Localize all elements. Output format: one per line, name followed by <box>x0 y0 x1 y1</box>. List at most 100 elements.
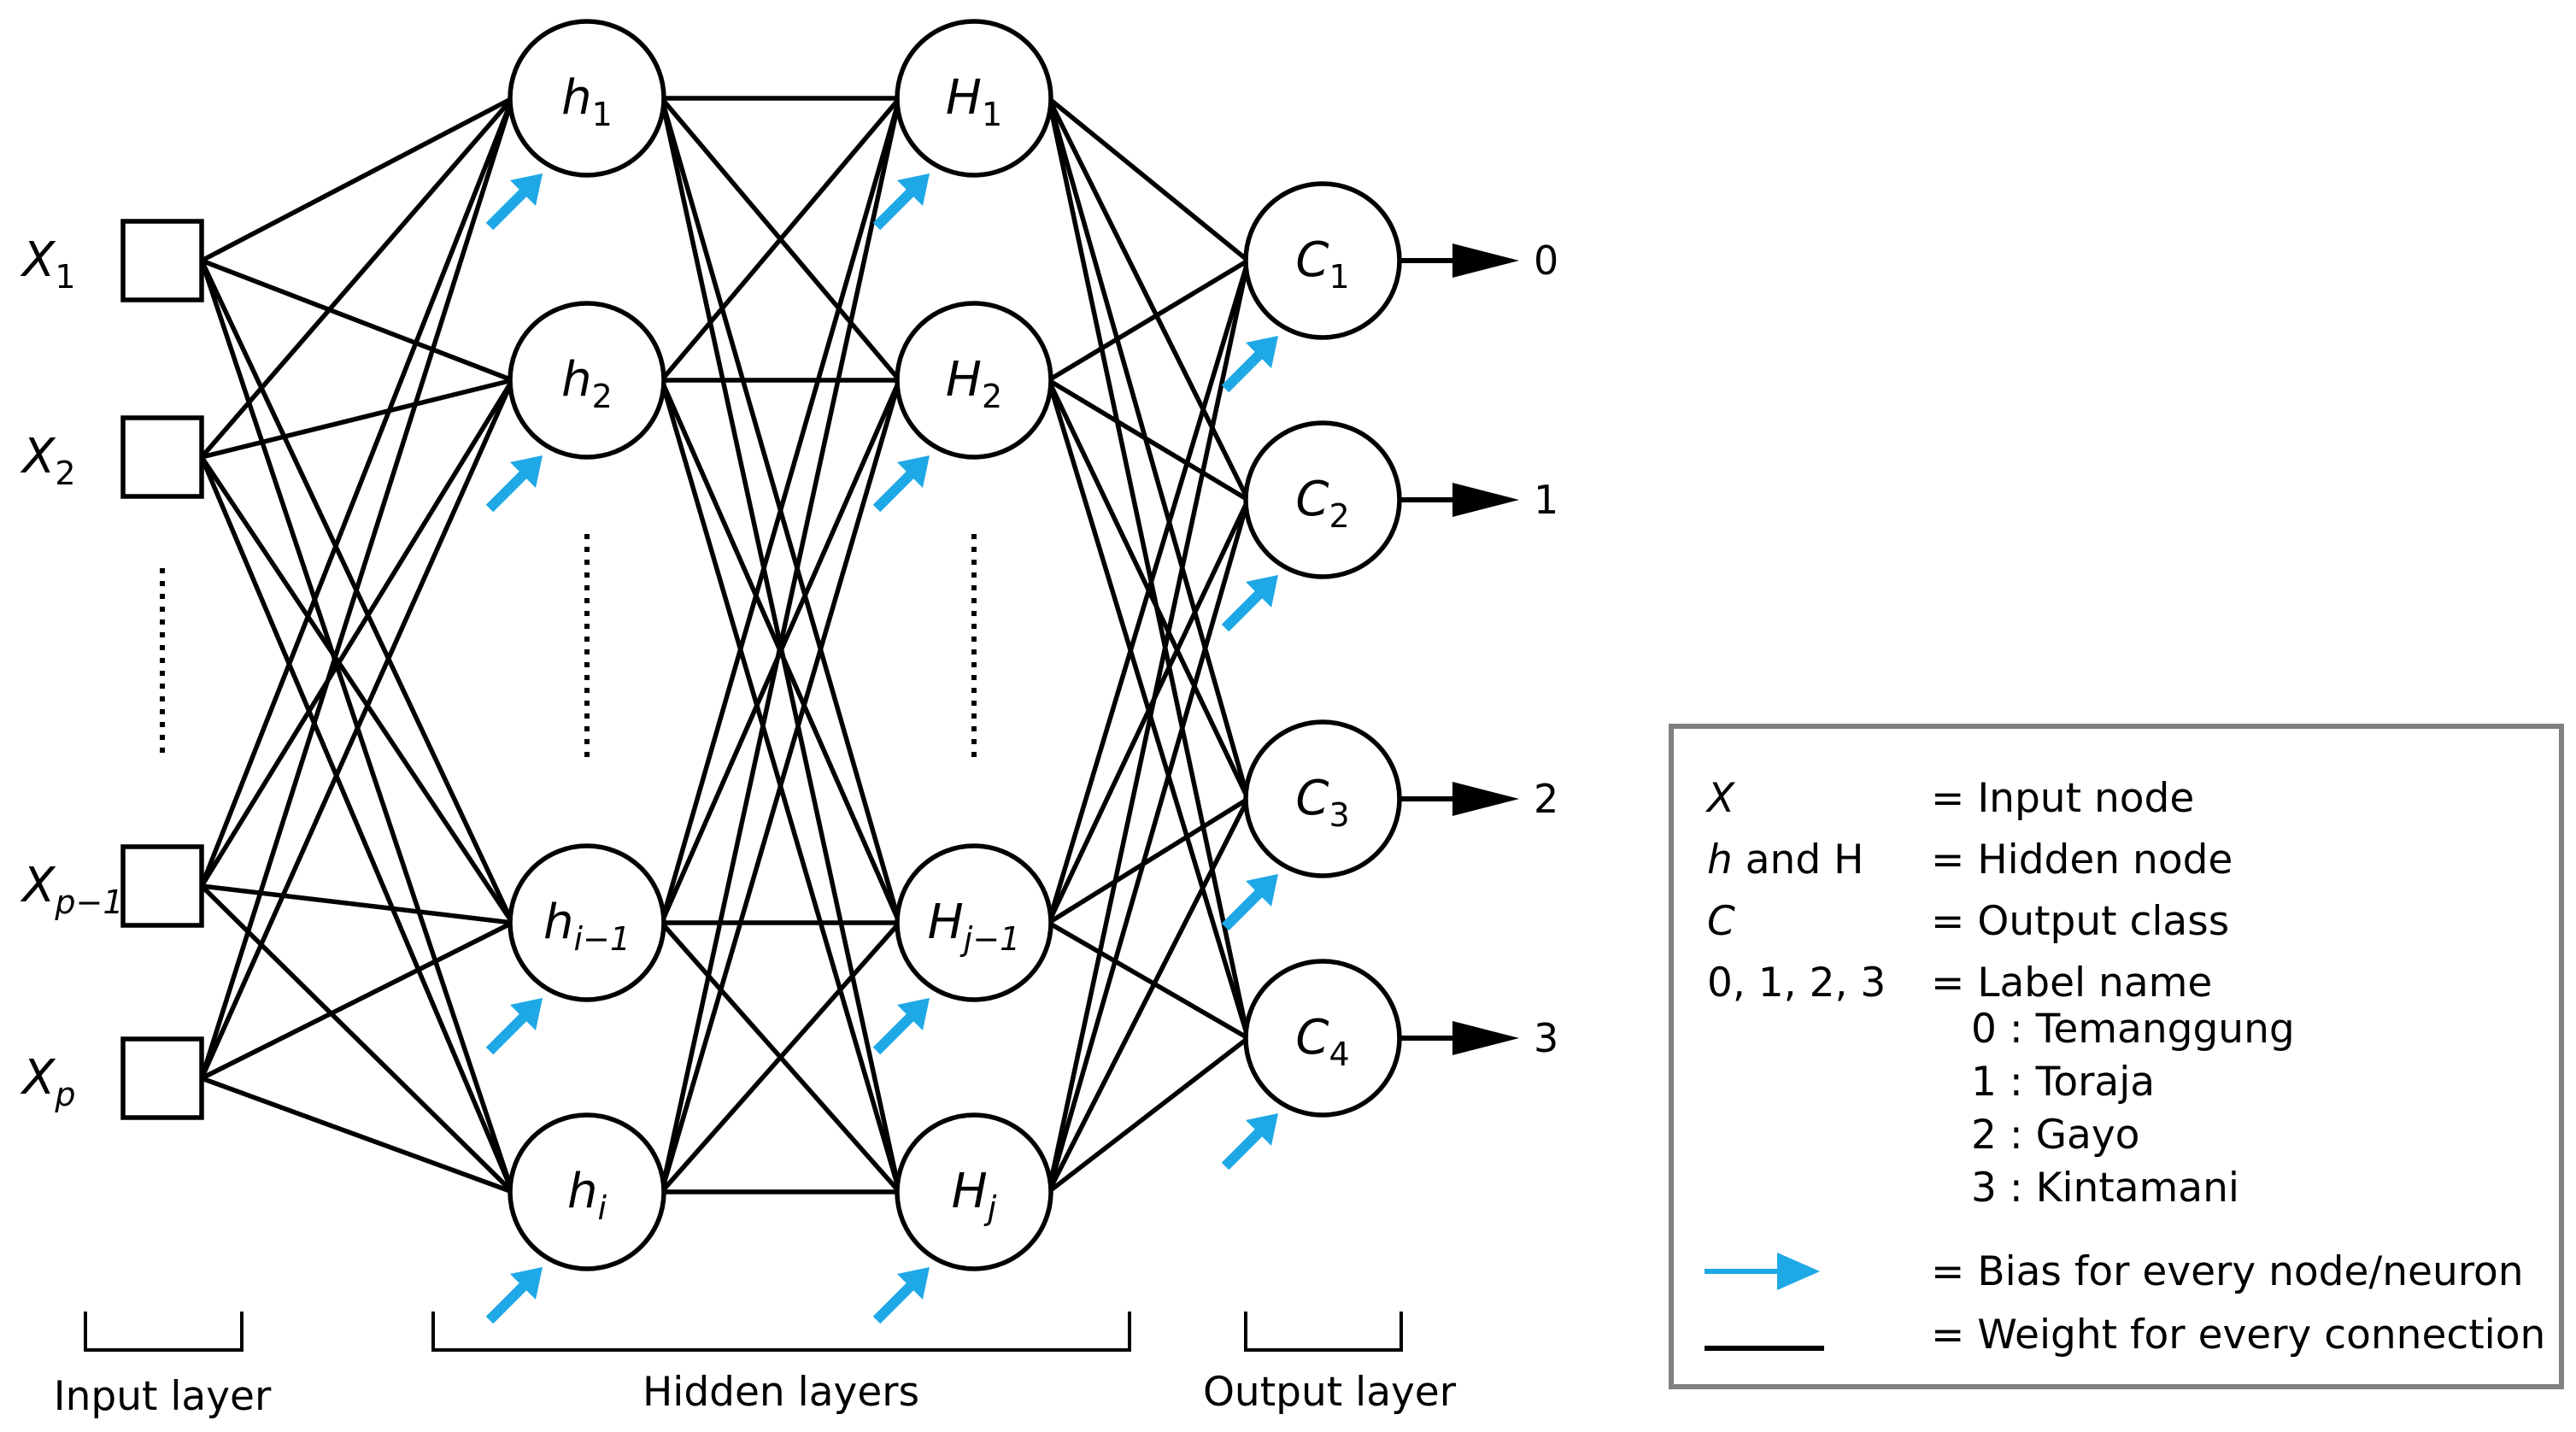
output-node-1-out-arrowhead-icon <box>1452 244 1519 278</box>
connection-hidden2-1-to-output-2 <box>1046 97 1251 502</box>
connection-hidden2-3-to-output-1 <box>1046 260 1251 924</box>
hidden2-node-3-subscript: j−1 <box>959 920 1021 958</box>
output-node-2: C2 1 <box>1243 420 1558 579</box>
input-node-3: Xp−1 <box>20 844 204 928</box>
connection-input-3-to-hidden1-4 <box>200 884 514 1194</box>
connection-hidden2-3-to-output-2 <box>1046 498 1251 924</box>
connection-input-4-to-hidden1-3 <box>200 920 513 1081</box>
input-node-2-subscript: 2 <box>55 455 75 492</box>
legend-row-4: 0, 1, 2, 3= Label name <box>1707 960 2212 1007</box>
connection-input-4-to-hidden1-2 <box>199 379 515 1080</box>
output-node-2-bias-arrowhead-icon <box>1246 575 1278 607</box>
output-node-4-symbol: C <box>1295 1010 1329 1065</box>
output-node-2-class-label: 1 <box>1534 477 1558 523</box>
legend-bias-arrowhead-icon <box>1777 1253 1820 1290</box>
connection-hidden2-1-to-output-3 <box>1046 97 1251 800</box>
hidden2-node-2-label: H2 <box>946 352 1002 415</box>
connection-input-3-to-hidden1-3 <box>201 883 513 925</box>
input-node-2: X2 <box>20 415 204 499</box>
output-node-3-subscript: 3 <box>1329 796 1349 834</box>
hidden1-node-3-label: hi−1 <box>543 895 631 958</box>
hidden2-node-1-bias-arrowhead-icon <box>897 173 930 206</box>
output-node-3-class-label: 2 <box>1534 776 1558 822</box>
hidden1-node-4-circle <box>508 1112 666 1271</box>
hidden2-node-1-subscript: 1 <box>982 96 1002 133</box>
output-node-1-label: C1 <box>1295 232 1349 296</box>
legend-bias-desc: = Bias for every node/neuron <box>1931 1248 2524 1295</box>
input-node-2-label: X2 <box>20 429 76 492</box>
hidden2-node-2-bias-arrowhead-icon <box>897 455 930 488</box>
connection-hidden2-2-to-output-2 <box>1047 378 1250 502</box>
hidden2-node-2-circle <box>895 301 1053 460</box>
hidden1-node-3-bias-arrowhead-icon <box>510 998 543 1030</box>
legend-box <box>1669 724 2564 1389</box>
output-node-1-subscript: 1 <box>1329 258 1349 296</box>
connection-hidden2-4-to-output-3 <box>1046 797 1251 1194</box>
hidden2-node-4-circle <box>895 1112 1053 1271</box>
hidden2-node-2-subscript: 2 <box>982 378 1002 415</box>
input-node-3-subscript: p−1 <box>54 883 123 921</box>
legend-row-1-symbol: X <box>1705 775 1736 822</box>
bias-arrows <box>485 173 1278 1324</box>
connection-hidden2-3-to-output-3 <box>1047 796 1250 925</box>
legend-row-2-desc: = Hidden node <box>1931 836 2233 883</box>
legend-weight-desc: = Weight for every connection <box>1931 1312 2545 1359</box>
connection-hidden1-4-to-hidden2-1 <box>659 97 902 1193</box>
connection-input-3-to-hidden1-2 <box>199 379 515 888</box>
hidden2-node-3-symbol: H <box>928 895 964 950</box>
legend-row-2-symbol: h and H <box>1707 836 1863 883</box>
legend-row-3-desc: = Output class <box>1931 898 2229 945</box>
connection-input-3-to-hidden1-1 <box>199 97 515 888</box>
hidden2-node-3-circle <box>895 843 1053 1002</box>
hidden2-node-4: Hj <box>895 1112 1053 1271</box>
output-node-3-bias-arrowhead-icon <box>1246 874 1278 907</box>
hidden1-node-3-circle <box>508 843 666 1002</box>
hidden1-node-1-bias-arrowhead-icon <box>510 173 543 206</box>
output-layer-bracket <box>1244 1312 1403 1352</box>
legend-label-2: 2 : Gayo <box>1971 1112 2139 1159</box>
connection-hidden1-2-to-hidden2-1 <box>660 97 901 382</box>
output-node-1-class-label: 0 <box>1534 238 1558 284</box>
hidden1-node-4-label: hi <box>567 1164 607 1227</box>
connection-hidden2-4-to-output-2 <box>1046 499 1251 1193</box>
hidden1-node-3-subscript: i−1 <box>573 920 631 958</box>
hidden-layers-label: Hidden layers <box>643 1369 919 1416</box>
legend-weight-row: = Weight for every connection <box>1705 1312 2545 1359</box>
output-node-2-subscript: 2 <box>1329 497 1349 535</box>
output-node-1-bias-arrowhead-icon <box>1246 336 1278 368</box>
output-node-2-out-arrowhead-icon <box>1452 483 1519 517</box>
hidden1-node-4: hi <box>508 1112 666 1271</box>
output-layer-label: Output layer <box>1203 1369 1457 1416</box>
hidden2-node-1: H1 <box>895 19 1053 178</box>
connection-hidden2-1-to-output-4 <box>1046 97 1251 1039</box>
connection-hidden2-2-to-output-1 <box>1047 258 1250 383</box>
input-layer-bracket <box>84 1312 244 1352</box>
input-node-1-label: X1 <box>20 232 76 296</box>
legend-row-3-symbol: C <box>1707 898 1735 945</box>
input-node-4-symbol: X <box>20 1050 56 1106</box>
hidden1-node-3-symbol: h <box>543 895 574 950</box>
connection-input-1-to-hidden1-2 <box>201 258 513 383</box>
hidden1-node-3: hi−1 <box>508 843 666 1002</box>
output-node-4-subscript: 4 <box>1329 1036 1349 1073</box>
hidden2-node-2-symbol: H <box>946 352 982 408</box>
hidden2-node-1-label: H1 <box>946 70 1002 133</box>
hidden1-node-1-symbol: h <box>561 70 592 126</box>
legend-row-2: h and H = Hidden node <box>1707 836 2233 883</box>
connection-hidden2-3-to-output-4 <box>1047 920 1250 1041</box>
output-node-4-bias-arrowhead-icon <box>1246 1113 1278 1146</box>
hidden2-node-4-symbol: H <box>952 1164 988 1219</box>
legend-row-1: X= Input node <box>1705 775 2194 822</box>
output-node-2-symbol: C <box>1295 472 1329 527</box>
hidden1-node-2-circle <box>508 301 666 460</box>
hidden2-node-4-bias-arrowhead-icon <box>897 1267 930 1300</box>
input-layer-label: Input layer <box>54 1373 272 1420</box>
hidden1-node-4-symbol: h <box>567 1164 598 1219</box>
hidden1-node-1-subscript: 1 <box>592 96 613 133</box>
input-node-4-label: Xp <box>20 1050 76 1113</box>
connection-input-2-to-hidden1-3 <box>199 455 514 924</box>
connection-hidden2-4-to-output-4 <box>1047 1036 1250 1194</box>
hidden2-node-1-circle <box>895 19 1053 178</box>
connection-input-2-to-hidden1-4 <box>199 455 515 1194</box>
